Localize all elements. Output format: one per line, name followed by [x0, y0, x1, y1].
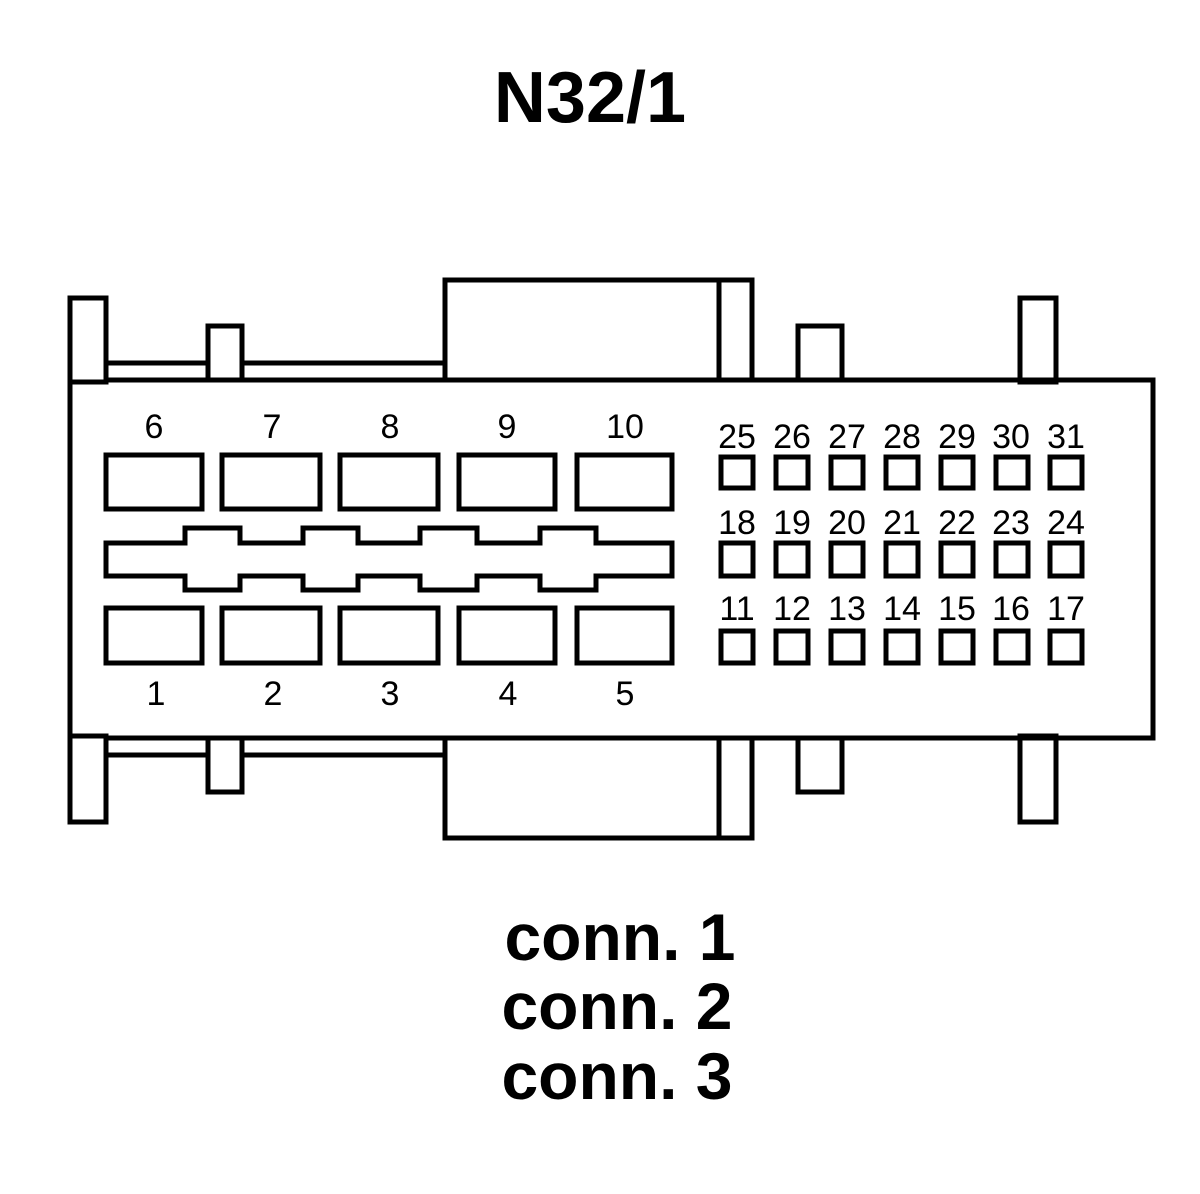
pin-label: 3	[381, 675, 400, 713]
pin-label: 14	[883, 590, 921, 628]
pin-27-socket	[828, 454, 866, 491]
pin-label: 13	[828, 590, 866, 628]
left-post-top	[67, 295, 109, 385]
pin-15-socket	[938, 628, 976, 666]
pin-1-socket	[103, 605, 205, 666]
pin-2-socket	[219, 605, 323, 666]
pin-5-socket	[574, 605, 675, 666]
pin-label: 23	[992, 504, 1030, 542]
pin-label: 11	[719, 590, 754, 628]
right-latch-bottom	[795, 735, 845, 795]
pin-label: 24	[1047, 504, 1085, 542]
pin-label: 16	[992, 590, 1030, 628]
pin-7-socket	[219, 452, 323, 512]
pin-30-socket	[993, 454, 1031, 491]
pin-label: 2	[264, 675, 283, 713]
pin-17-socket	[1047, 628, 1085, 666]
pin-28-socket	[883, 454, 921, 491]
large-pin-labels: 6 7 8 9 10 1 2 3 4 5	[145, 408, 644, 713]
pin-19-socket	[773, 540, 811, 579]
pin-label: 21	[883, 504, 921, 542]
pin-label: 9	[498, 408, 517, 446]
pin-label: 18	[718, 504, 756, 542]
pin-label: 28	[883, 418, 921, 456]
pin-label: 31	[1047, 418, 1085, 456]
pin-label: 30	[992, 418, 1030, 456]
pin-31-socket	[1047, 454, 1085, 491]
pin-13-socket	[828, 628, 866, 666]
left-latch-bottom	[205, 735, 245, 795]
pin-29-socket	[938, 454, 976, 491]
pin-23-socket	[993, 540, 1031, 579]
pin-label: 10	[606, 408, 644, 446]
large-pin-grid	[103, 452, 675, 666]
left-post-bottom	[67, 733, 109, 825]
pin-label: 20	[828, 504, 866, 542]
pin-label: 7	[263, 408, 282, 446]
pin-10-socket	[574, 452, 675, 512]
pin-9-socket	[456, 452, 558, 512]
connector-labels: conn. 1 conn. 2 conn. 3	[501, 900, 735, 1113]
pin-label: 4	[499, 675, 518, 713]
pin-label: 6	[145, 408, 164, 446]
pin-12-socket	[773, 628, 811, 666]
pin-20-socket	[828, 540, 866, 579]
pin-18-socket	[718, 540, 756, 579]
pin-label: 15	[938, 590, 976, 628]
center-block-top	[442, 277, 755, 383]
pin-14-socket	[883, 628, 921, 666]
small-pin-labels: 25 26 27 28 29 30 31 18 19 20 21 22 23 2…	[718, 418, 1085, 628]
pin-8-socket	[337, 452, 441, 512]
pin-6-socket	[103, 452, 205, 512]
connector-label-3: conn. 3	[501, 1039, 732, 1113]
pin-label: 12	[773, 590, 811, 628]
left-latch-top	[205, 323, 245, 383]
left-rail-top	[103, 360, 448, 383]
pin-24-socket	[1047, 540, 1085, 579]
right-post-bottom	[1017, 733, 1059, 825]
pin-16-socket	[993, 628, 1031, 666]
pin-label: 26	[773, 418, 811, 456]
pin-26-socket	[773, 454, 811, 491]
center-key-rib	[103, 525, 675, 593]
pin-label: 29	[938, 418, 976, 456]
pin-label: 25	[718, 418, 756, 456]
pin-3-socket	[337, 605, 441, 666]
small-pin-grid	[718, 454, 1085, 666]
center-block-bottom	[442, 735, 755, 841]
right-latch-top	[795, 323, 845, 383]
pin-25-socket	[718, 454, 756, 491]
left-rail-bottom	[103, 735, 448, 758]
pin-22-socket	[938, 540, 976, 579]
pin-label: 5	[616, 675, 635, 713]
pin-label: 19	[773, 504, 811, 542]
pin-21-socket	[883, 540, 921, 579]
connector-label-1: conn. 1	[504, 900, 735, 974]
connector-label-2: conn. 2	[501, 969, 732, 1043]
connector-housing	[67, 277, 1156, 841]
pin-label: 1	[147, 675, 166, 713]
pin-label: 17	[1047, 590, 1085, 628]
pin-label: 8	[381, 408, 400, 446]
pin-11-socket	[718, 628, 756, 666]
pin-4-socket	[456, 605, 558, 666]
pin-label: 22	[938, 504, 976, 542]
connector-title: N32/1	[494, 58, 686, 138]
pin-label: 27	[828, 418, 866, 456]
right-post-top	[1017, 295, 1059, 385]
